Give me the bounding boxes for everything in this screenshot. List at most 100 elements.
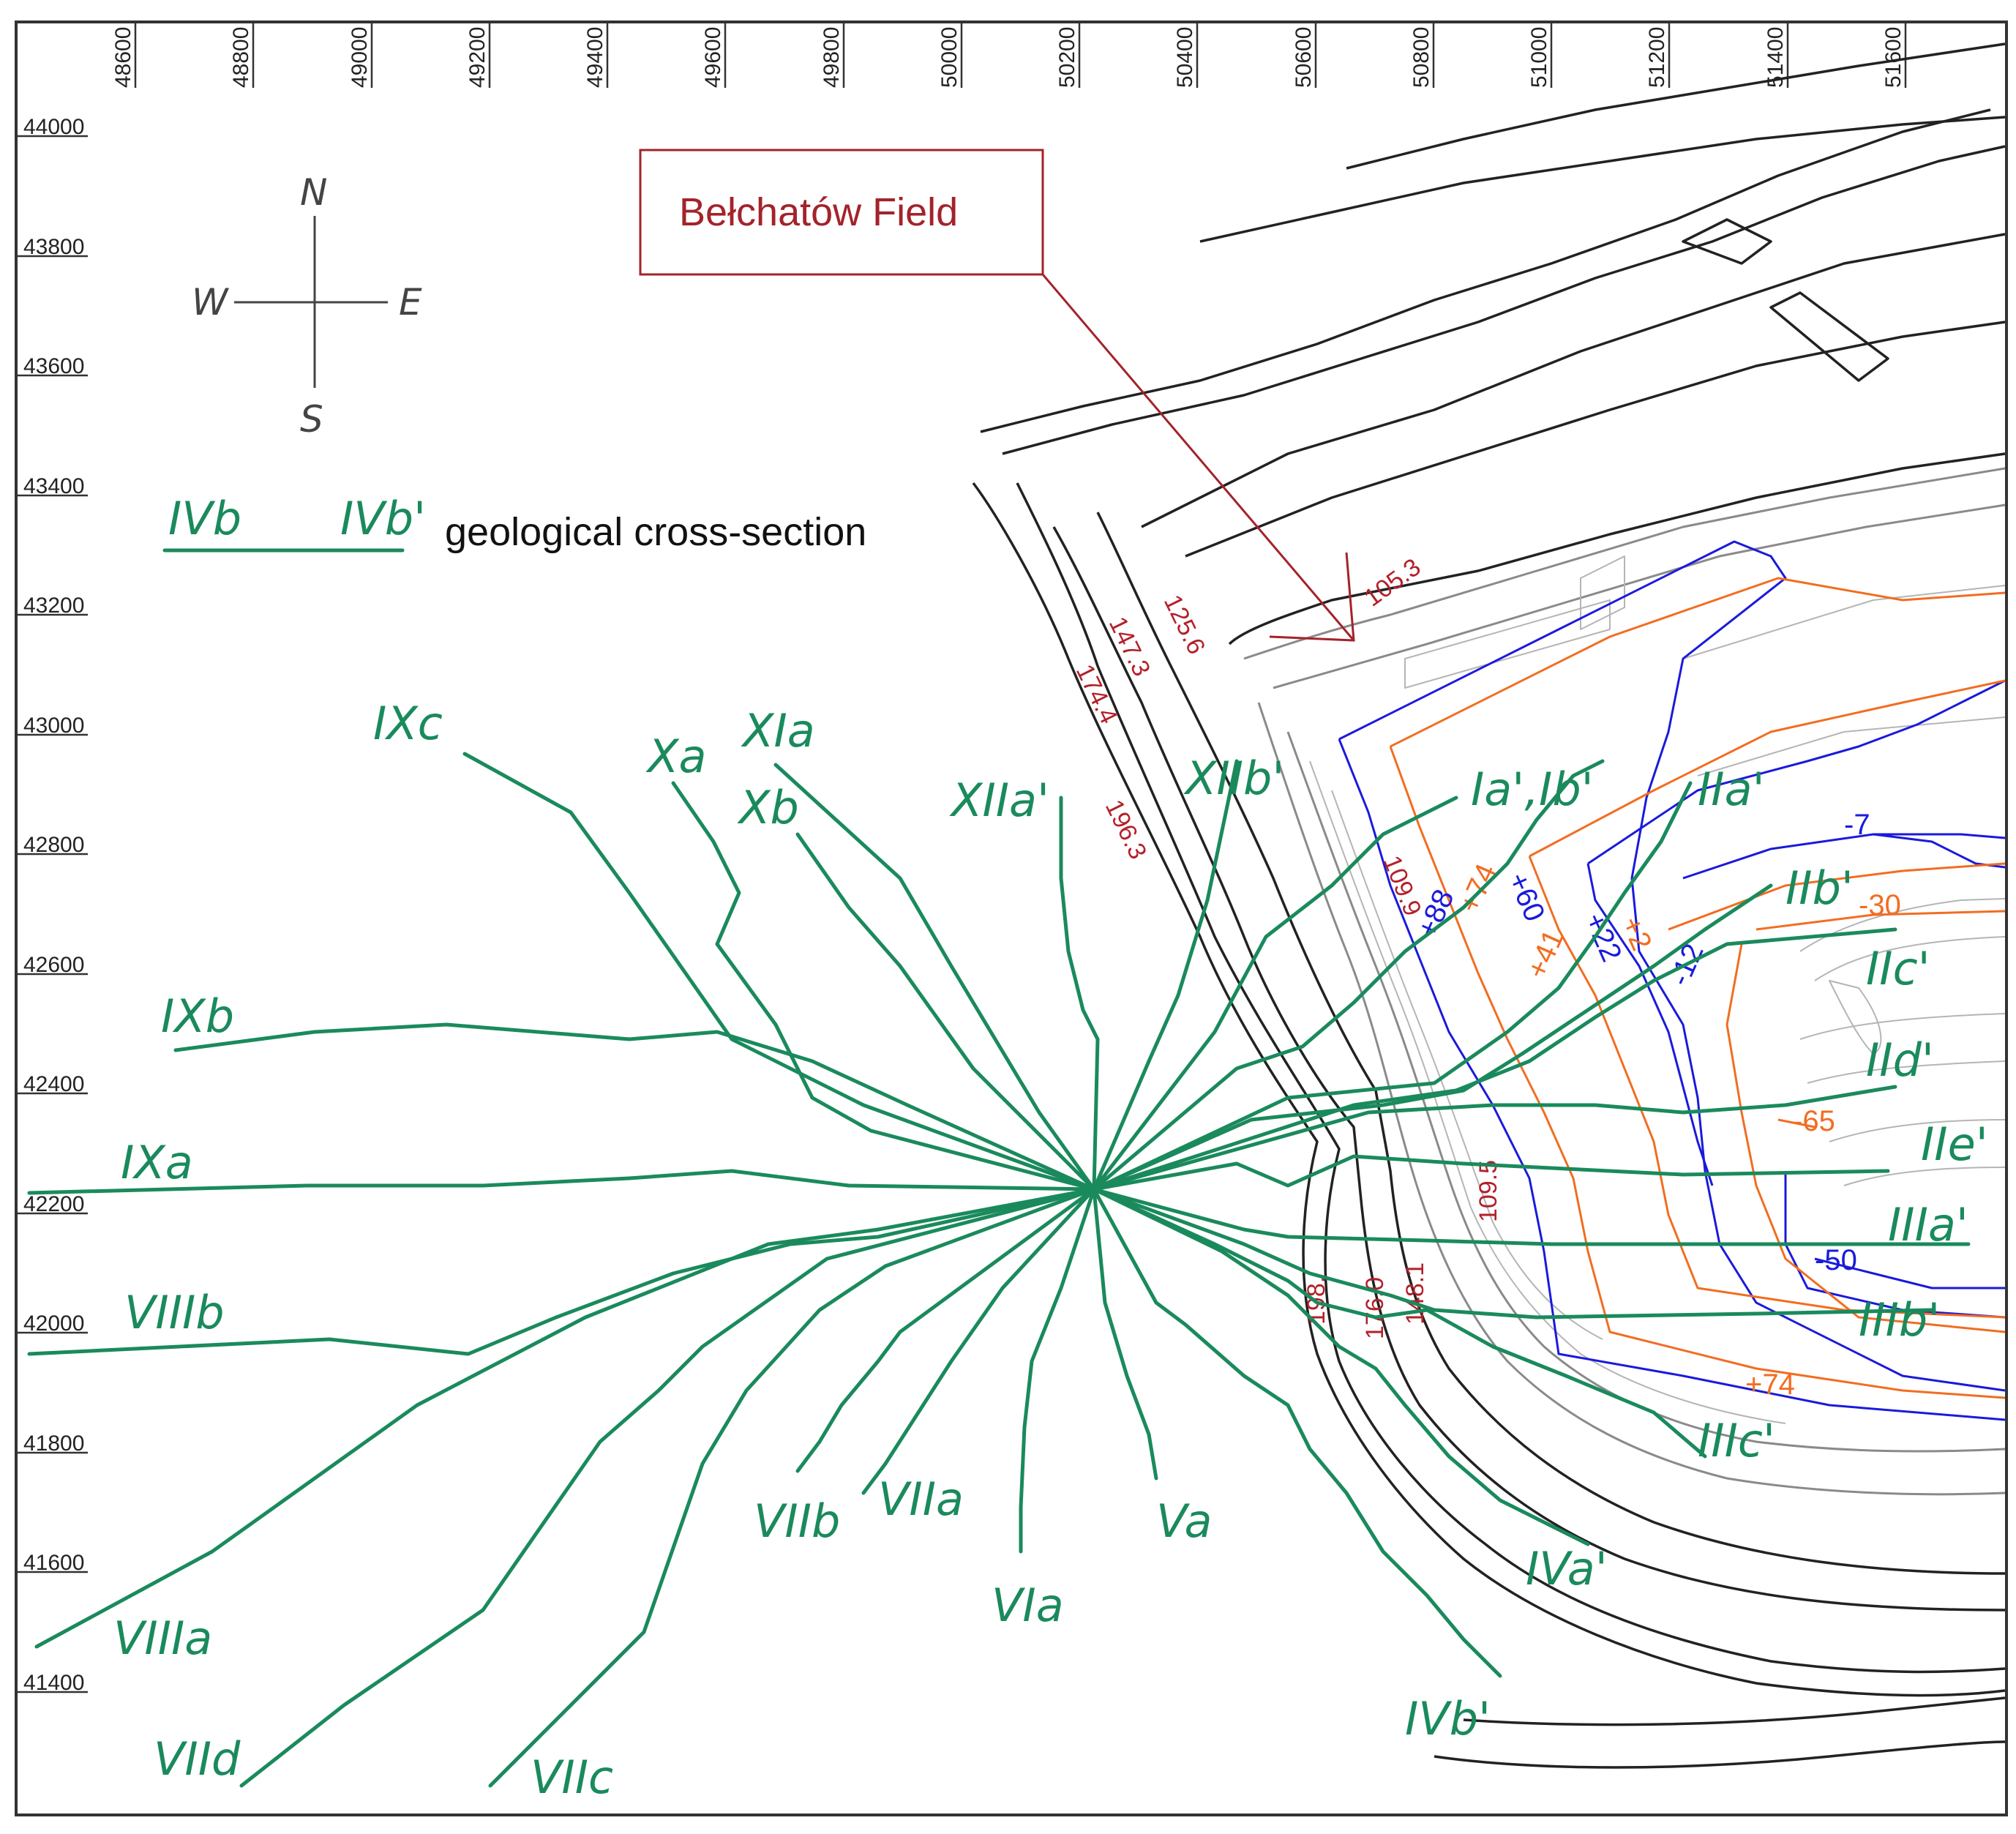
y-tick-label: 42000 — [23, 1311, 84, 1336]
x-tick-label: 50400 — [1173, 27, 1197, 88]
x-tick-label: 50800 — [1409, 27, 1434, 88]
y-tick-label: 43800 — [23, 235, 84, 259]
section-line-Xb — [795, 832, 1096, 1191]
legend-end-label: IVb' — [340, 492, 426, 545]
elevation-label: 174.4 — [1071, 660, 1123, 728]
y-tick-label: 43000 — [23, 714, 84, 738]
section-line-IId — [1092, 1085, 1897, 1191]
elevation-label: 109.5 — [1474, 1160, 1502, 1222]
section-label: IXc — [373, 697, 443, 750]
contour-label-blue: -7 — [1844, 809, 1870, 841]
x-axis-ticks: 48600 48800 49000 49200 49400 49600 4980… — [111, 22, 1907, 88]
x-tick-label: 48600 — [111, 27, 135, 88]
section-line-VIIIa — [34, 1187, 1096, 1649]
y-tick-label: 41600 — [23, 1551, 84, 1575]
section-label: IVa' — [1526, 1542, 1608, 1595]
section-line-VIIc — [488, 1187, 1096, 1788]
compass-west: W — [192, 281, 229, 323]
y-tick-label: 42200 — [23, 1192, 84, 1216]
y-tick-label: 43600 — [23, 354, 84, 378]
section-line-IVa — [1092, 1187, 1590, 1546]
elevation-label: 148.1 — [1401, 1262, 1429, 1325]
section-label: Xa — [645, 730, 706, 783]
y-tick-label: 44000 — [23, 115, 84, 139]
section-label: VIIb — [754, 1494, 840, 1548]
section-line-IVb — [1092, 1187, 1502, 1678]
y-tick-label: 43400 — [23, 474, 84, 498]
section-line-VIIa — [861, 1187, 1096, 1495]
section-line-VIIb — [795, 1187, 1096, 1473]
section-label: IIc' — [1866, 942, 1930, 995]
section-label: VIIIa — [113, 1612, 212, 1665]
contour-label-orange: -65 — [1793, 1105, 1835, 1137]
contour-label-blue: +60 — [1502, 868, 1551, 927]
legend-text: geological cross-section — [445, 510, 866, 554]
section-line-IXc — [462, 752, 1096, 1191]
cross-section-labels: IXc Xa XIa Xb XIIa' XIIb' IXb IXa VIIIb … — [113, 697, 1988, 1804]
x-tick-label: 50200 — [1055, 27, 1079, 88]
section-label: XIa — [741, 704, 815, 757]
section-label: Ia',Ib' — [1471, 763, 1594, 816]
compass-south: S — [300, 398, 323, 441]
y-tick-label: 42600 — [23, 953, 84, 977]
x-tick-label: 50000 — [937, 27, 962, 88]
y-tick-label: 41800 — [23, 1431, 84, 1456]
section-line-Xa — [671, 781, 1096, 1191]
section-line-IIe — [1092, 1154, 1890, 1191]
section-label: IIIb' — [1859, 1293, 1940, 1347]
x-tick-label: 50600 — [1292, 27, 1316, 88]
legend-start-label: IVb — [168, 492, 241, 545]
section-line-XIa — [773, 763, 1096, 1191]
section-label: VIIa — [878, 1472, 964, 1526]
section-line-VIa — [1019, 1187, 1096, 1554]
compass-east: E — [399, 281, 422, 323]
section-line-IXa — [27, 1169, 1096, 1195]
section-label: IXa — [121, 1136, 193, 1189]
section-label: Xb — [737, 781, 799, 834]
x-tick-label: 49000 — [348, 27, 372, 88]
x-tick-label: 51200 — [1645, 27, 1669, 88]
section-line-Ia — [1092, 796, 1458, 1191]
section-label: Va — [1156, 1494, 1212, 1548]
contour-label-orange: +74 — [1745, 1369, 1795, 1401]
section-label: VIIc — [531, 1751, 613, 1804]
section-line-IIb — [1092, 883, 1773, 1191]
section-line-IXb — [173, 1022, 1096, 1191]
compass-north: N — [300, 171, 327, 214]
section-label: VIa — [992, 1579, 1064, 1632]
section-line-Va — [1092, 1187, 1158, 1481]
section-label: IIe' — [1921, 1118, 1988, 1171]
contour-label-orange: -30 — [1859, 889, 1901, 921]
callout-leader — [1041, 274, 1355, 641]
section-label: VIId — [154, 1732, 241, 1786]
y-tick-label: 42400 — [23, 1072, 84, 1096]
orange-contours — [1389, 577, 2006, 1399]
x-tick-label: 49600 — [701, 27, 725, 88]
mine-pit-outline — [972, 42, 2006, 1769]
section-label: IIIc' — [1698, 1414, 1775, 1467]
section-line-IIc — [1092, 927, 1897, 1191]
section-line-VIId — [239, 1187, 1096, 1788]
section-line-VIIIb — [27, 1187, 1096, 1356]
cross-section-lines — [27, 752, 1971, 1788]
section-label: IXb — [161, 989, 234, 1043]
section-line-IIIa — [1092, 1187, 1971, 1246]
elevation-label: 125.6 — [1158, 591, 1210, 659]
elevation-labels: 105.3 125.6 147.3 174.4 196.3 109.9 109.… — [1071, 553, 1502, 1339]
section-label: IIb' — [1785, 861, 1854, 915]
y-tick-label: 41400 — [23, 1671, 84, 1695]
blue-contours — [1338, 540, 2006, 1421]
section-line-XIIb — [1092, 759, 1239, 1191]
callout-arrow-head — [1269, 552, 1355, 642]
field-callout: Bełchatów Field — [639, 149, 1355, 642]
x-tick-label: 49200 — [465, 27, 490, 88]
mine-pit-benches — [1243, 467, 2006, 1496]
map-frame — [15, 20, 2008, 1816]
section-label: XIIa' — [949, 774, 1049, 827]
elevation-label: 147.3 — [1103, 613, 1155, 681]
y-tick-label: 42800 — [23, 833, 84, 857]
contour-label-blue: -50 — [1815, 1244, 1857, 1276]
y-axis-ticks: 44000 43800 43600 43400 43200 43000 4280… — [16, 115, 88, 1695]
elevation-label: 196.3 — [1100, 796, 1152, 864]
section-label: VIIIb — [124, 1286, 225, 1339]
